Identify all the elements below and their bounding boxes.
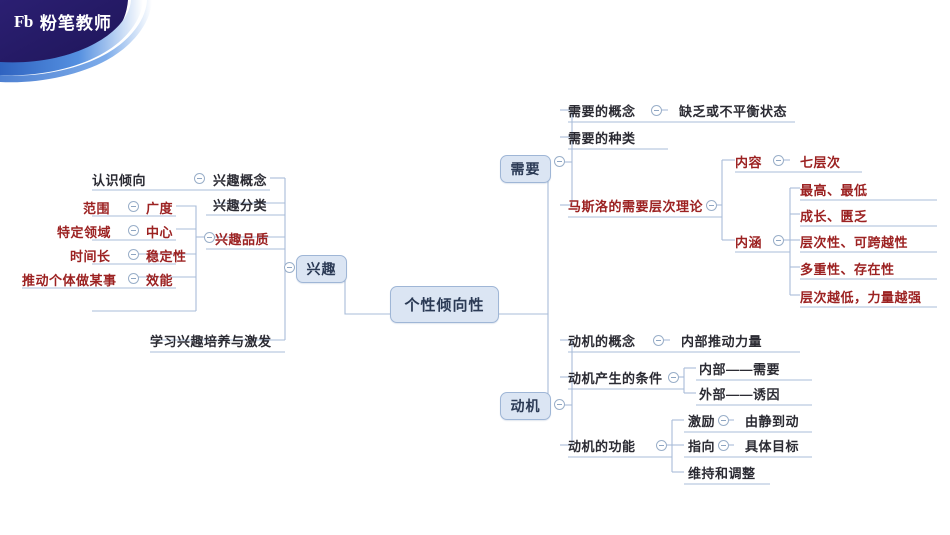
node-shijianchang[interactable]: 时间长 xyxy=(70,249,111,264)
brand-name: 粉笔教师 xyxy=(39,14,112,33)
node-weichi-tiaozheng[interactable]: 维持和调整 xyxy=(688,466,756,481)
node-jili[interactable]: 激励 xyxy=(688,414,716,429)
node-xingqu-gainian[interactable]: 兴趣概念 xyxy=(213,173,268,188)
node-neibu-xuyao[interactable]: 内部——需要 xyxy=(699,362,781,377)
node-xuyao-gainian[interactable]: 需要的概念 xyxy=(568,104,636,119)
node-chengzhang-kuifa[interactable]: 成长、匮乏 xyxy=(800,209,868,224)
node-qicengci[interactable]: 七层次 xyxy=(800,155,841,170)
collapse-toggle-zhongxin[interactable] xyxy=(128,225,139,236)
node-tuidong-geti[interactable]: 推动个体做某事 xyxy=(22,273,117,288)
collapse-toggle-xingqu[interactable] xyxy=(284,262,295,273)
brand-banner: Fb 粉笔教师 xyxy=(0,0,215,90)
collapse-toggle-guangdu[interactable] xyxy=(128,201,139,212)
collapse-toggle-dongji-gainian[interactable] xyxy=(653,335,664,346)
node-cengci-yuedi-liliang[interactable]: 层次越低，力量越强 xyxy=(800,290,922,305)
banner-shape xyxy=(0,0,152,83)
logo-mark-icon: Fb xyxy=(14,11,33,31)
branch-label-dongji: 动机 xyxy=(510,398,541,414)
collapse-toggle-xingqu-gainian[interactable] xyxy=(194,173,205,184)
node-cengcixing-kuayue[interactable]: 层次性、可跨越性 xyxy=(800,235,909,250)
node-neihan[interactable]: 内涵 xyxy=(735,235,763,250)
node-renshi-qingxiang[interactable]: 认识倾向 xyxy=(92,173,147,188)
node-xuexi-xingqu-peiyang[interactable]: 学习兴趣培养与激发 xyxy=(150,334,272,349)
collapse-toggle-zhixiang[interactable] xyxy=(718,440,729,451)
node-neibu-tuidong-liliang[interactable]: 内部推动力量 xyxy=(681,334,763,349)
brand-logo: Fb 粉笔教师 xyxy=(14,9,112,34)
node-guangdu[interactable]: 广度 xyxy=(146,201,174,216)
collapse-toggle-jili[interactable] xyxy=(718,415,729,426)
node-xuyao-zhonglei[interactable]: 需要的种类 xyxy=(568,131,636,146)
branch-node-dongji[interactable]: 动机 xyxy=(500,392,551,420)
node-zhongxin[interactable]: 中心 xyxy=(146,225,174,240)
collapse-toggle-neihan[interactable] xyxy=(773,235,784,246)
node-dongji-gongneng[interactable]: 动机的功能 xyxy=(568,439,636,454)
root-node[interactable]: 个性倾向性 xyxy=(390,286,499,323)
collapse-toggle-dongji[interactable] xyxy=(554,399,565,410)
node-dongji-gainian[interactable]: 动机的概念 xyxy=(568,334,636,349)
node-xiaoneng[interactable]: 效能 xyxy=(146,273,174,288)
node-juti-mubiao[interactable]: 具体目标 xyxy=(745,439,800,454)
collapse-toggle-dongji-gongneng[interactable] xyxy=(656,440,667,451)
root-node-label: 个性倾向性 xyxy=(404,297,485,314)
node-xingqu-fenlei[interactable]: 兴趣分类 xyxy=(213,198,268,213)
collapse-toggle-neirong[interactable] xyxy=(773,155,784,166)
collapse-toggle-xuyao[interactable] xyxy=(554,156,565,167)
node-tedinglingyu[interactable]: 特定领域 xyxy=(57,225,112,240)
node-fanwei[interactable]: 范围 xyxy=(83,201,111,216)
collapse-toggle-maslow[interactable] xyxy=(706,200,717,211)
collapse-toggle-wendingxing[interactable] xyxy=(128,249,139,260)
collapse-toggle-xiaoneng[interactable] xyxy=(128,273,139,284)
branch-label-xingqu: 兴趣 xyxy=(306,261,337,277)
node-maslow-cengci-lilun[interactable]: 马斯洛的需要层次理论 xyxy=(568,199,704,214)
collapse-toggle-xuyao-gainian[interactable] xyxy=(651,105,662,116)
branch-node-xuyao[interactable]: 需要 xyxy=(500,155,551,183)
node-dongji-tiaojian[interactable]: 动机产生的条件 xyxy=(568,371,663,386)
collapse-toggle-xingqu-pinzhi[interactable] xyxy=(204,232,215,243)
branch-label-xuyao: 需要 xyxy=(510,161,541,177)
node-youjing-daodong[interactable]: 由静到动 xyxy=(745,414,800,429)
node-duochongxing-cunzaixing[interactable]: 多重性、存在性 xyxy=(800,262,895,277)
node-xingqu-pinzhi[interactable]: 兴趣品质 xyxy=(215,232,270,247)
node-quefa-bupingheng[interactable]: 缺乏或不平衡状态 xyxy=(679,104,788,119)
node-neirong[interactable]: 内容 xyxy=(735,155,763,170)
node-wendingxing[interactable]: 稳定性 xyxy=(146,249,187,264)
node-zhixiang[interactable]: 指向 xyxy=(688,439,716,454)
collapse-toggle-dongji-tiaojian[interactable] xyxy=(668,372,679,383)
node-zuigao-zuidi[interactable]: 最高、最低 xyxy=(800,183,868,198)
node-waibu-youyin[interactable]: 外部——诱因 xyxy=(699,387,781,402)
branch-node-xingqu[interactable]: 兴趣 xyxy=(296,255,347,283)
